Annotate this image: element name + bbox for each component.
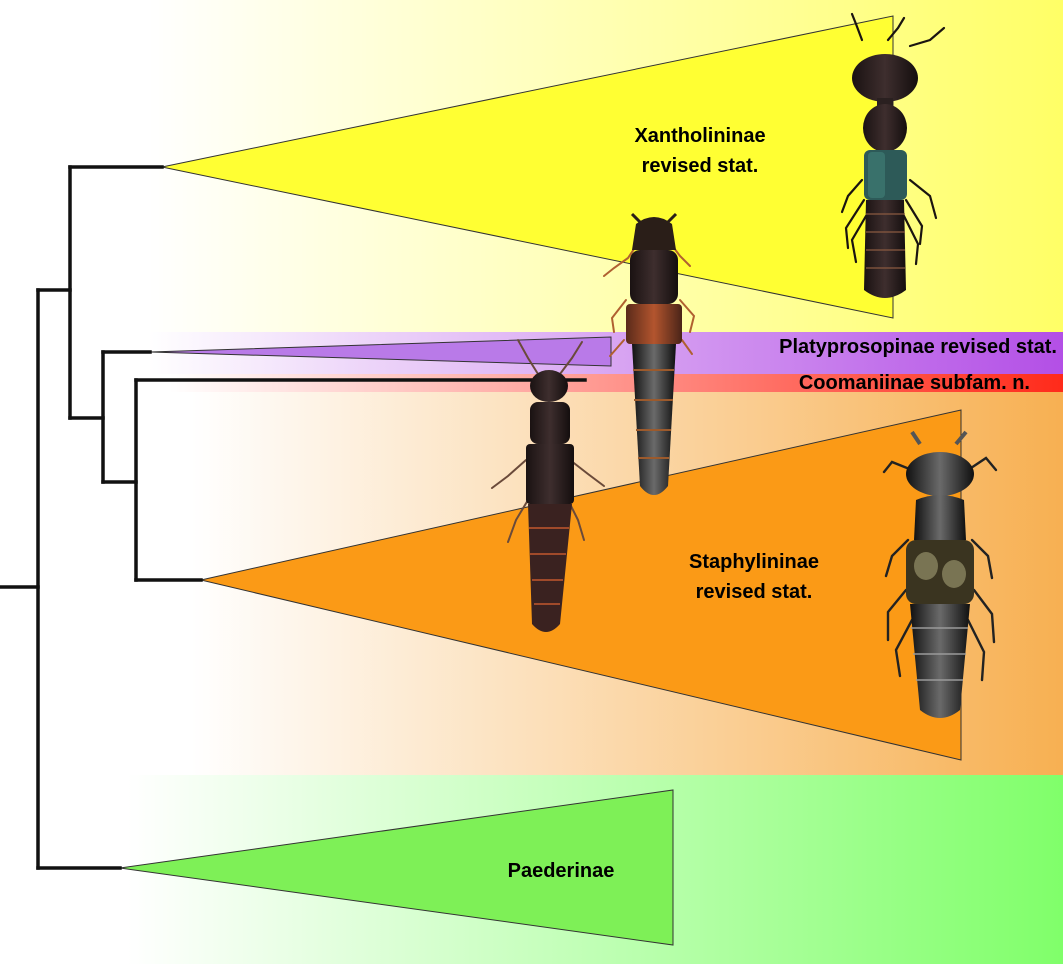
- platyprosopinae-label: Platyprosopinae revised stat.: [779, 336, 1057, 358]
- paederinae-label: Paederinae: [508, 860, 615, 882]
- staphylininae-label-line1: Staphylininae: [689, 551, 819, 573]
- xantholininae-label-line1: Xantholininae: [634, 125, 765, 147]
- staphylininae-label-line2: revised stat.: [696, 581, 813, 603]
- coomaniinae-label: Coomaniinae subfam. n.: [799, 372, 1030, 394]
- xantholininae-label-line2: revised stat.: [642, 155, 759, 177]
